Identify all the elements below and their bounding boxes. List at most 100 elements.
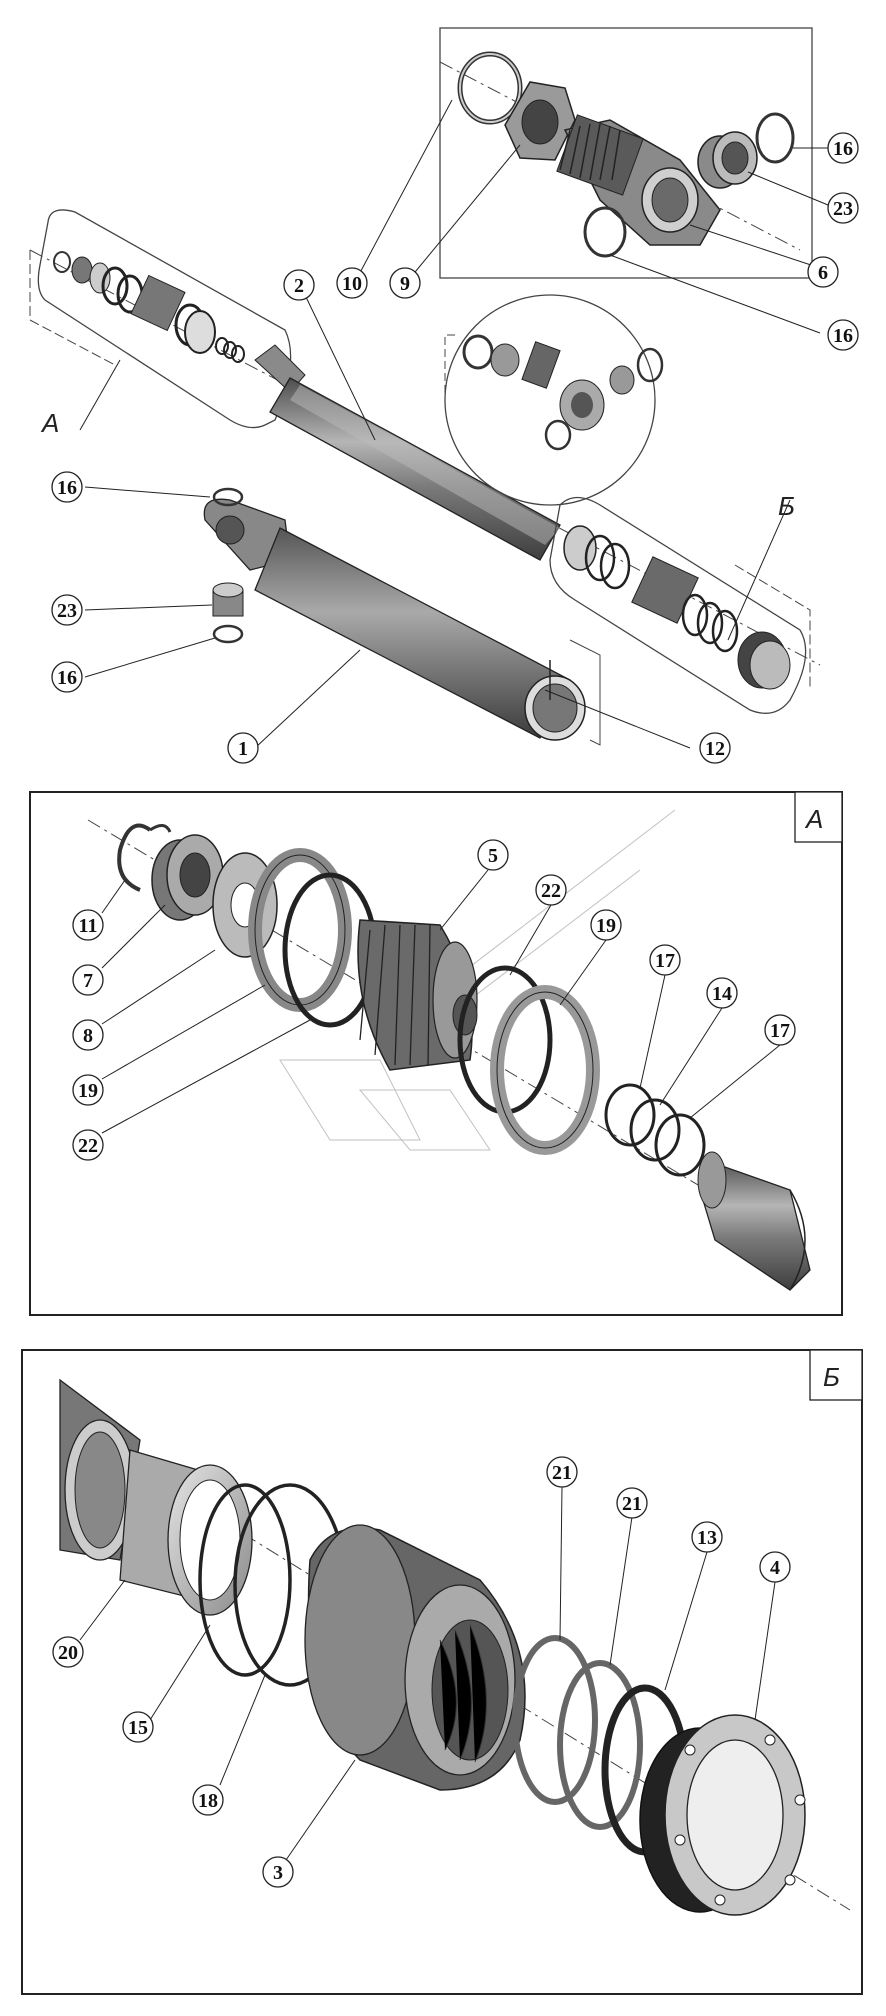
detail-a-bracket bbox=[29, 250, 116, 366]
callout-21: 21 bbox=[546, 1456, 578, 1488]
overview-leaders bbox=[79, 99, 830, 749]
piston-head-3 bbox=[304, 1524, 526, 1791]
callout-19: 19 bbox=[590, 909, 622, 941]
svg-text:9: 9 bbox=[400, 273, 410, 295]
svg-text:14: 14 bbox=[712, 983, 732, 1005]
overview-section: А Б 16 23 6 16 10 9 2 16 23 16 1 12 bbox=[29, 27, 859, 764]
svg-text:23: 23 bbox=[57, 600, 77, 622]
callout-1: 1 bbox=[227, 732, 259, 764]
rod-end-frame bbox=[439, 27, 813, 279]
bushing-23 bbox=[212, 582, 244, 617]
seal-21 bbox=[512, 1635, 598, 1805]
svg-text:20: 20 bbox=[58, 1642, 78, 1664]
svg-text:6: 6 bbox=[818, 262, 828, 284]
svg-text:15: 15 bbox=[128, 1717, 148, 1739]
callout-21: 21 bbox=[616, 1487, 648, 1519]
piston-rod-2 bbox=[254, 344, 561, 561]
detail-a-section: А bbox=[29, 791, 843, 1316]
svg-text:18: 18 bbox=[198, 1790, 218, 1812]
o-ring-15 bbox=[198, 1483, 292, 1677]
snap-ring-16 bbox=[212, 624, 244, 644]
callout-16: 16 bbox=[827, 319, 859, 351]
body-bracket bbox=[569, 639, 601, 746]
lock-nut-9 bbox=[504, 81, 576, 161]
callout-12: 12 bbox=[699, 732, 731, 764]
svg-text:21: 21 bbox=[622, 1493, 642, 1515]
cylinder-body-1 bbox=[203, 498, 586, 741]
svg-text:17: 17 bbox=[770, 1020, 790, 1042]
svg-text:2: 2 bbox=[294, 275, 304, 297]
cylinder-body-fragment bbox=[59, 1378, 141, 1561]
callout-11: 11 bbox=[72, 909, 104, 941]
callout-14: 14 bbox=[706, 977, 738, 1009]
callout-8: 8 bbox=[72, 1019, 104, 1051]
slotted-nut-7 bbox=[151, 834, 224, 921]
svg-text:23: 23 bbox=[833, 198, 853, 220]
callout-16: 16 bbox=[51, 471, 83, 503]
svg-text:22: 22 bbox=[541, 880, 561, 902]
svg-text:5: 5 bbox=[488, 845, 498, 867]
svg-text:4: 4 bbox=[770, 1557, 780, 1579]
svg-text:11: 11 bbox=[79, 915, 98, 937]
o-ring-17 bbox=[604, 1083, 656, 1147]
svg-text:22: 22 bbox=[78, 1135, 98, 1157]
detail-b-marker: Б bbox=[778, 491, 795, 521]
callout-4: 4 bbox=[759, 1551, 791, 1583]
svg-text:16: 16 bbox=[833, 138, 853, 160]
callout-9: 9 bbox=[389, 267, 421, 299]
o-ring-14 bbox=[629, 1098, 681, 1162]
callout-17: 17 bbox=[649, 944, 681, 976]
callout-2: 2 bbox=[283, 269, 315, 301]
detail-b-section: Б bbox=[21, 1349, 863, 1995]
svg-text:19: 19 bbox=[596, 915, 616, 937]
axis-line bbox=[439, 61, 801, 251]
rod-eye-6 bbox=[556, 114, 721, 246]
rod-end-alternate-parts bbox=[462, 334, 664, 451]
snap-ring-16 bbox=[755, 112, 795, 164]
callout-5: 5 bbox=[477, 839, 509, 871]
callout-15: 15 bbox=[122, 1711, 154, 1743]
callout-16: 16 bbox=[51, 661, 83, 693]
callout-22: 22 bbox=[72, 1129, 104, 1161]
detail-a-marker: А bbox=[40, 408, 59, 438]
svg-text:10: 10 bbox=[342, 273, 362, 295]
callout-7: 7 bbox=[72, 964, 104, 996]
callout-20: 20 bbox=[52, 1636, 84, 1668]
detail-a-leaders bbox=[101, 869, 781, 1134]
rod-end-alternate-view bbox=[444, 294, 656, 506]
svg-text:16: 16 bbox=[57, 667, 77, 689]
callout-13: 13 bbox=[691, 1521, 723, 1553]
svg-text:16: 16 bbox=[57, 477, 77, 499]
svg-text:8: 8 bbox=[83, 1025, 93, 1047]
detail-a-outline bbox=[37, 209, 292, 429]
svg-text:1: 1 bbox=[238, 738, 248, 760]
detail-b-label-box bbox=[809, 1349, 863, 1401]
guide-ring-19 bbox=[490, 985, 600, 1155]
callout-17: 17 bbox=[764, 1014, 796, 1046]
snap-ring-11-tail bbox=[149, 824, 172, 833]
callout-19: 19 bbox=[72, 1074, 104, 1106]
snap-ring-16 bbox=[583, 206, 627, 258]
snap-ring-10 bbox=[457, 51, 523, 125]
svg-text:12: 12 bbox=[705, 738, 725, 760]
svg-text:19: 19 bbox=[78, 1080, 98, 1102]
detail-a-frame bbox=[29, 791, 843, 1316]
callout-10: 10 bbox=[336, 267, 368, 299]
bushing-23 bbox=[697, 131, 758, 189]
guide-bushing-20 bbox=[119, 1449, 253, 1616]
detail-b-bracket bbox=[734, 564, 811, 690]
detail-b-leaders bbox=[79, 1486, 776, 1861]
piston-assembly-b bbox=[563, 525, 791, 690]
alt-view-bracket bbox=[444, 334, 455, 400]
snap-ring-11 bbox=[117, 823, 152, 892]
o-ring-17 bbox=[654, 1113, 706, 1177]
detail-a-label-box bbox=[794, 791, 843, 843]
callout-3: 3 bbox=[262, 1856, 294, 1888]
svg-text:13: 13 bbox=[697, 1527, 717, 1549]
svg-text:17: 17 bbox=[655, 950, 675, 972]
svg-text:21: 21 bbox=[552, 1462, 572, 1484]
svg-text:3: 3 bbox=[273, 1862, 283, 1884]
rod-fragment bbox=[697, 1151, 811, 1291]
detail-a-title: А bbox=[804, 804, 823, 834]
